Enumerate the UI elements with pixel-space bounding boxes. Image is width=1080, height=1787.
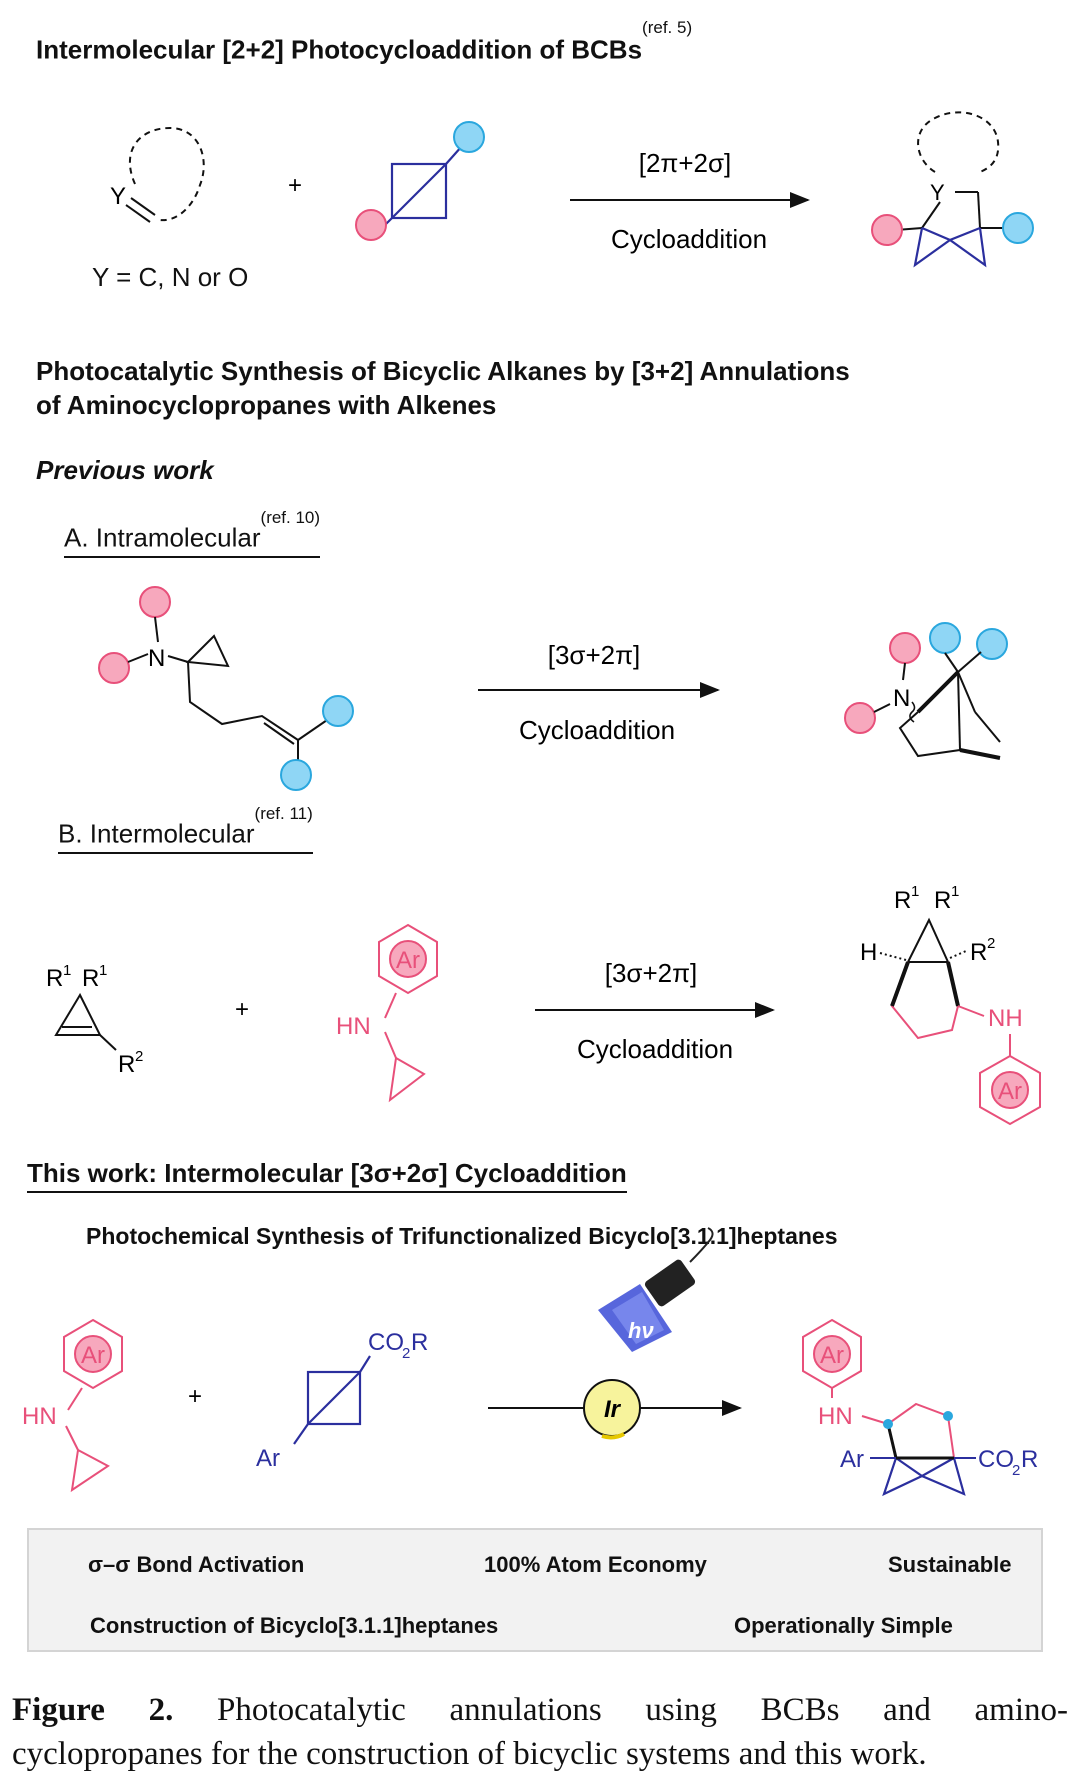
- caption-line2: cyclopropanes for the construction of bi…: [12, 1736, 927, 1772]
- subsection-a-label: A. Intramolecular(ref. 10): [64, 508, 321, 558]
- product-r-label: R: [1021, 1446, 1038, 1473]
- bcb-ar-label: Ar: [256, 1445, 280, 1472]
- substituent-pink: [355, 209, 387, 241]
- product-a: N: [844, 622, 1008, 760]
- y-definition: Y = C, N or O: [92, 262, 249, 292]
- cyclopropene-r2-sup: 2: [135, 1048, 143, 1065]
- aminocyclopropane-a: N: [98, 586, 354, 791]
- product-hn: HN: [818, 1403, 853, 1430]
- product-b-r2-sup: 2: [987, 935, 995, 952]
- aryl-aminocyclopropane-3: [63, 1318, 123, 1493]
- caption-line1: Figure 2. Photocatalytic annulations usi…: [12, 1688, 1068, 1732]
- plus-sign-3: +: [188, 1383, 202, 1410]
- cyclopropene-r1b-sup: 1: [99, 962, 107, 979]
- sec3-amine-hn: HN: [22, 1403, 57, 1430]
- plus-sign-2: +: [235, 996, 249, 1023]
- cyclopropene-b: R 1 R 1 R 2: [46, 962, 143, 1078]
- hv-label: hν: [628, 1318, 654, 1343]
- arrow-b-bottom-label: Cycloaddition: [577, 1034, 733, 1064]
- product-b-h: H: [860, 939, 877, 966]
- arrow-b-top-label: [3σ+2π]: [605, 958, 698, 988]
- bicycloheptane-product: Ar HN Ar CO 2 R: [802, 1318, 1038, 1497]
- product-b-ar: Ar: [998, 1078, 1022, 1105]
- product-co-label: CO: [978, 1446, 1014, 1473]
- product-b-r1a: R: [894, 887, 911, 914]
- cyclopropene-r1b: R: [82, 965, 99, 992]
- section2-title-line1: Photocatalytic Synthesis of Bicyclic Alk…: [36, 356, 850, 386]
- product-aryl-ar: Ar: [820, 1342, 844, 1369]
- product-b-r1b-sup: 1: [951, 883, 959, 900]
- caption-label: Figure 2.: [12, 1692, 174, 1728]
- product-ar: Ar: [840, 1446, 864, 1473]
- feature-bond-activation: σ–σ Bond Activation: [88, 1552, 305, 1577]
- sec3-aryl-ar: Ar: [81, 1342, 105, 1369]
- plus-sign-1: +: [288, 172, 302, 199]
- bcb-co-label: CO: [368, 1329, 404, 1356]
- section2-title-line2: of Aminocyclopropanes with Alkenes: [36, 390, 497, 420]
- bcb-r-label: R: [411, 1329, 428, 1356]
- product1-atom-y: Y: [930, 180, 945, 205]
- product-co2-sub: 2: [1012, 1462, 1020, 1479]
- amine-hn-label: HN: [336, 1013, 371, 1040]
- cyclopropene-r2: R: [118, 1051, 135, 1078]
- section3-title: This work: Intermolecular [3σ+2σ] Cycloa…: [27, 1158, 627, 1193]
- cyclopropene-r1a-sup: 1: [63, 962, 71, 979]
- product-b-r1b: R: [934, 887, 951, 914]
- bcb-reactant: [355, 121, 485, 241]
- feature-atom-economy: 100% Atom Economy: [484, 1552, 707, 1577]
- figure-caption: Figure 2. Photocatalytic annulations usi…: [12, 1688, 1068, 1776]
- previous-work-heading: Previous work: [36, 455, 214, 485]
- section1-ref: (ref. 5): [642, 18, 693, 37]
- subsection-b-text: B. Intermolecular: [58, 818, 255, 849]
- feature-operationally-simple: Operationally Simple: [734, 1613, 953, 1638]
- aryl-aminocyclopropane-b: [378, 923, 438, 1103]
- product-b: R 1 R 1 H R 2 NH Ar: [860, 883, 1041, 1126]
- feature-sustainable: Sustainable: [888, 1552, 1012, 1577]
- feature-construction: Construction of Bicyclo[3.1.1]heptanes: [90, 1613, 499, 1638]
- ir-label: Ir: [604, 1396, 622, 1423]
- product-1: Y: [871, 111, 1034, 268]
- product-b-r2: R: [970, 939, 987, 966]
- section1-title: Intermolecular [2+2] Photocycloaddition …: [36, 18, 692, 66]
- atom-n-label: N: [148, 645, 165, 672]
- arrow-a-top-label: [3σ+2π]: [548, 640, 641, 670]
- substituent-blue: [453, 121, 485, 153]
- caption-line1-text: Photocatalytic annulations using BCBs an…: [217, 1692, 1068, 1728]
- cyclopropene-r1a: R: [46, 965, 63, 992]
- product-a-atom-n: N: [893, 685, 910, 712]
- subsection-a-text: A. Intramolecular: [64, 522, 261, 553]
- arrow-a-bottom-label: Cycloaddition: [519, 715, 675, 745]
- product-b-nh: NH: [988, 1005, 1023, 1032]
- product-b-r1a-sup: 1: [911, 883, 919, 900]
- features-box: [27, 1528, 1043, 1652]
- iridium-catalyst-icon: [583, 1379, 641, 1440]
- subsection-b-ref: (ref. 11): [254, 804, 313, 823]
- bcb-ester-reactant: CO 2 R Ar: [256, 1329, 428, 1472]
- arrow1-bottom-label: Cycloaddition: [611, 224, 767, 254]
- atom-y-label: Y: [110, 183, 126, 210]
- aryl-ar-label: Ar: [396, 947, 420, 974]
- reactant-ring-y: Y: [110, 126, 205, 223]
- subsection-a-ref: (ref. 10): [260, 508, 321, 527]
- arrow1-top-label: [2π+2σ]: [639, 148, 732, 178]
- subsection-b-label: B. Intermolecular(ref. 11): [58, 804, 313, 854]
- light-source-icon: [598, 1227, 714, 1352]
- section1-title-text: Intermolecular [2+2] Photocycloaddition …: [36, 34, 643, 65]
- bcb-co2-sub: 2: [402, 1345, 410, 1362]
